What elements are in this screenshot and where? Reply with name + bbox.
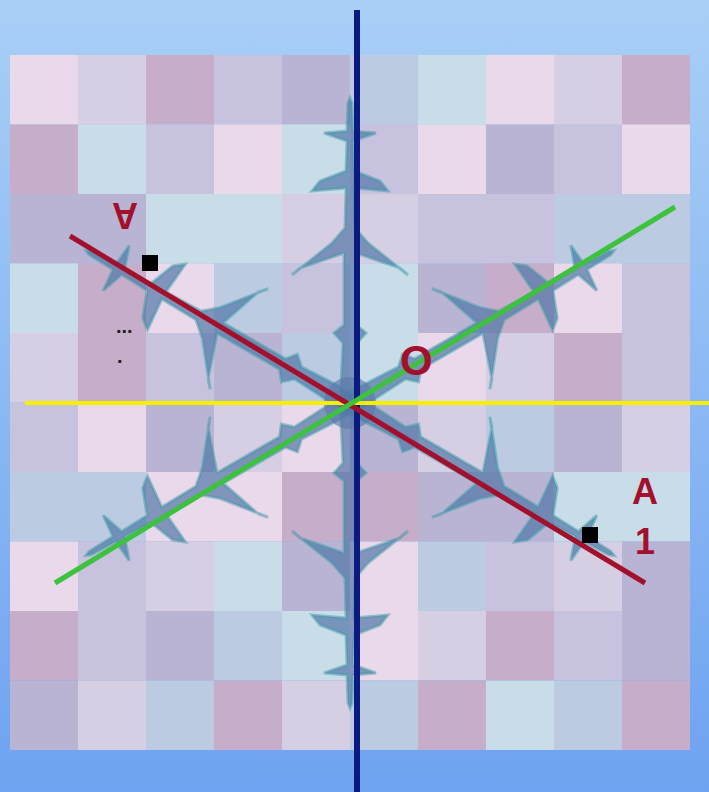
- board-square: [282, 681, 350, 751]
- board-square: [146, 681, 214, 751]
- board-square: [10, 403, 78, 473]
- board-square: [622, 611, 690, 681]
- center-label: O: [400, 340, 433, 382]
- board-square: [146, 55, 214, 125]
- snowflake-arm: [292, 403, 408, 708]
- horizontal-axis: [25, 401, 709, 405]
- board-square: [10, 681, 78, 751]
- board-square: [622, 403, 690, 473]
- board-square: [78, 611, 146, 681]
- board-square: [418, 681, 486, 751]
- board-square: [622, 125, 690, 195]
- board-square: [78, 333, 146, 403]
- board-square: [78, 125, 146, 195]
- board-square: [10, 472, 78, 542]
- board-square: [214, 681, 282, 751]
- board-square: [146, 194, 214, 264]
- board-square: [214, 611, 282, 681]
- point-marker: [582, 527, 598, 543]
- red-axis: [70, 236, 645, 583]
- board-square: [214, 542, 282, 612]
- board-square: [554, 611, 622, 681]
- board-square: [146, 611, 214, 681]
- board-square: [282, 55, 350, 125]
- board-square: [622, 264, 690, 334]
- board-square: [10, 125, 78, 195]
- board-square: [486, 125, 554, 195]
- board-square: [418, 542, 486, 612]
- board-square: [10, 333, 78, 403]
- board-square: [622, 333, 690, 403]
- green-axis: [55, 207, 675, 583]
- board-square: [554, 55, 622, 125]
- board-square: [10, 55, 78, 125]
- rotated-point-label: A: [112, 197, 138, 233]
- board-square: [146, 125, 214, 195]
- board-square: [486, 55, 554, 125]
- board-square: [350, 55, 418, 125]
- board-square: [486, 611, 554, 681]
- board-square: [418, 611, 486, 681]
- board-square: [418, 194, 486, 264]
- point-index-label: 1: [635, 524, 655, 560]
- board-square: [350, 681, 418, 751]
- board-square: [78, 403, 146, 473]
- board-square: [554, 403, 622, 473]
- board-square: [214, 125, 282, 195]
- board-square: [486, 194, 554, 264]
- board-square: [486, 681, 554, 751]
- board-square: [418, 55, 486, 125]
- board-square: [78, 55, 146, 125]
- board-square: [554, 333, 622, 403]
- board-square: [214, 194, 282, 264]
- dots-label: ...: [116, 316, 133, 336]
- board-square: [486, 542, 554, 612]
- dot-label: .: [117, 346, 123, 366]
- board-square: [622, 194, 690, 264]
- snowflake-arm: [292, 98, 408, 403]
- board-square: [214, 55, 282, 125]
- board-square: [554, 125, 622, 195]
- board-square: [418, 125, 486, 195]
- board-square: [78, 681, 146, 751]
- point-marker: [142, 255, 158, 271]
- board-square: [10, 194, 78, 264]
- board-square: [10, 611, 78, 681]
- board-square: [622, 472, 690, 542]
- board-square: [622, 681, 690, 751]
- board-square: [622, 55, 690, 125]
- board-square: [10, 264, 78, 334]
- point-label: A: [632, 474, 658, 510]
- board-square: [146, 542, 214, 612]
- board-square: [554, 681, 622, 751]
